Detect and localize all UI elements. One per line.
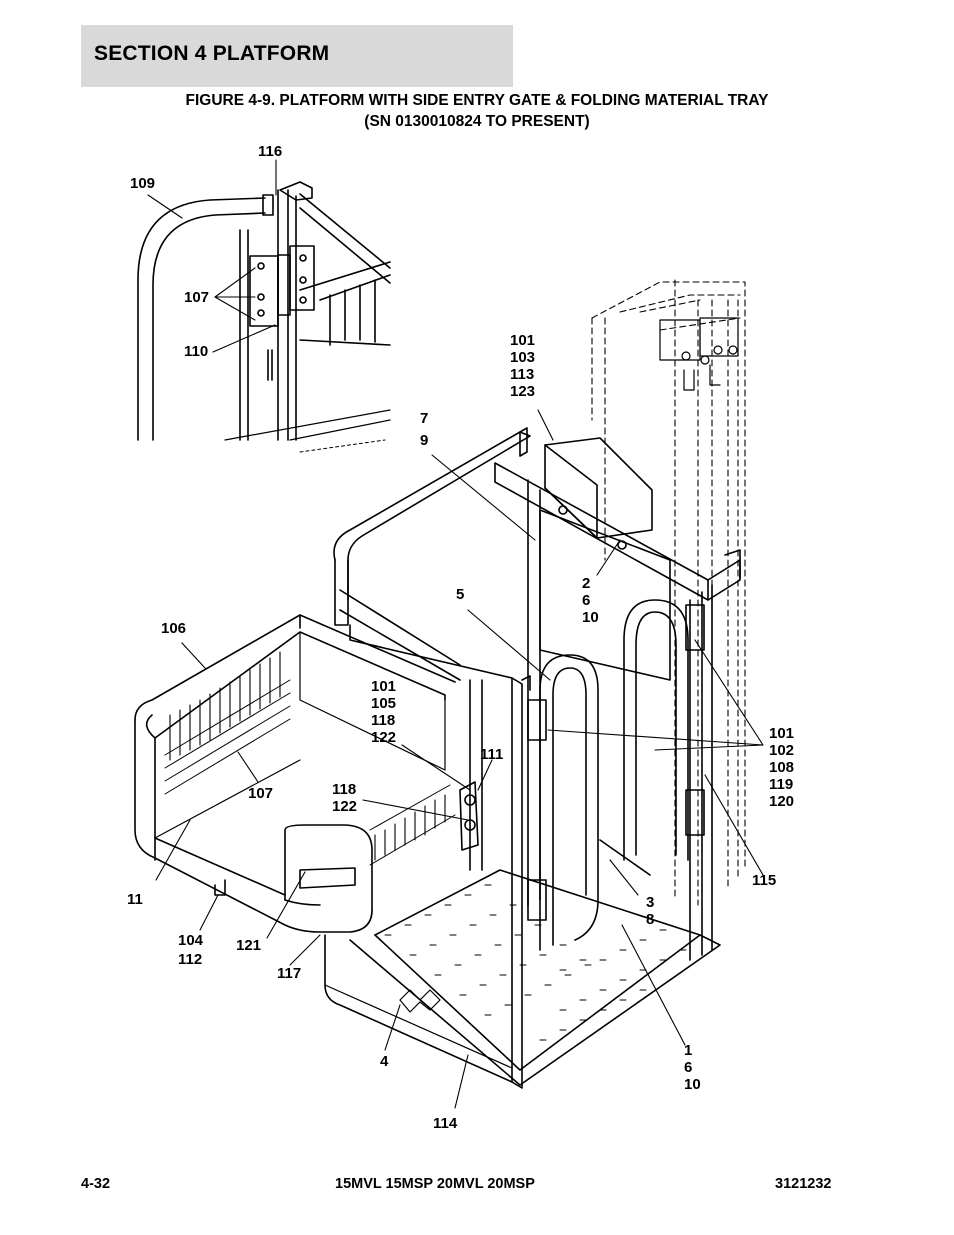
mast-carriage: [659, 317, 739, 391]
callout-1-6-10: 1 6 10: [684, 1042, 701, 1093]
callout-11: 11: [127, 891, 143, 908]
callout-118-122: 118 122: [332, 781, 358, 815]
footer-doc-number: 3121232: [775, 1176, 832, 1192]
callout-101-105-118-122: 101 105 118 122: [371, 678, 397, 746]
callout-109: 109: [130, 175, 156, 192]
figure-title-line1: FIGURE 4-9. PLATFORM WITH SIDE ENTRY GAT…: [185, 92, 769, 109]
leader-lines: [147, 159, 764, 1109]
figure-title: FIGURE 4-9. PLATFORM WITH SIDE ENTRY GAT…: [0, 90, 954, 132]
mast-phantom: [591, 279, 746, 906]
platform-frame: [333, 427, 741, 1089]
callout-104-112: 104 112: [178, 932, 204, 968]
callout-2-6-10: 2 6 10: [582, 575, 599, 626]
front-kickplate: [324, 934, 513, 1083]
callout-106: 106: [161, 620, 187, 637]
callout-107-inset: 107: [184, 289, 210, 306]
inset-detail: [137, 181, 391, 453]
footer-page-number: 4-32: [81, 1176, 111, 1192]
callout-116: 116: [258, 143, 283, 160]
callout-111: 111: [480, 746, 504, 763]
figure-title-line2: (SN 0130010824 TO PRESENT): [364, 113, 590, 130]
callout-101-103-113-123: 101 103 113 123: [510, 332, 536, 400]
material-tray: [134, 614, 479, 933]
callout-101-102-108-119-120: 101 102 108 119 120: [769, 725, 795, 810]
footer-models: 15MVL 15MSP 20MVL 20MSP: [335, 1176, 535, 1192]
callout-110: 110: [184, 343, 209, 360]
callout-5: 5: [456, 586, 465, 603]
callout-3-8: 3 8: [646, 894, 655, 928]
callout-121: 121: [236, 937, 262, 954]
floor-perforations: [384, 884, 687, 1041]
callout-115: 115: [752, 872, 777, 889]
callout-117: 117: [277, 965, 302, 982]
callout-4: 4: [380, 1053, 389, 1070]
callout-7-9: 7 9: [420, 410, 429, 449]
section-header: SECTION 4 PLATFORM: [81, 25, 513, 87]
section-title: SECTION 4 PLATFORM: [94, 42, 330, 65]
callout-114: 114: [433, 1115, 458, 1132]
callout-107: 107: [248, 785, 274, 802]
